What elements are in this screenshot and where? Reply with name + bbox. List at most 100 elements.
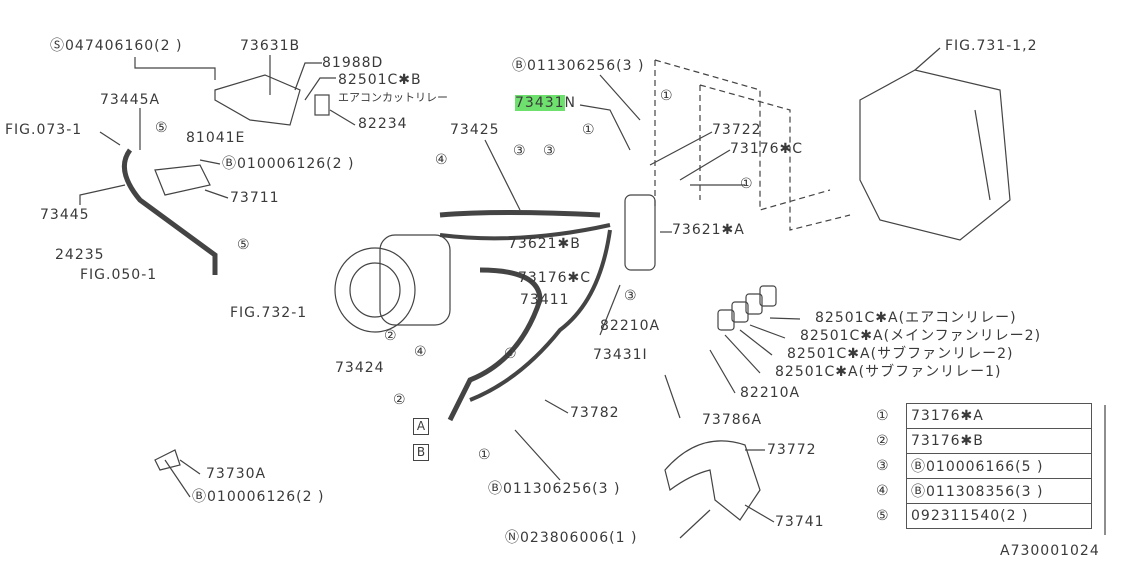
part-label[interactable]: 73730A — [206, 466, 267, 482]
part-label[interactable]: 82501C✱A(サブファンリレー1) — [775, 364, 1002, 380]
part-label[interactable]: 73722 — [712, 122, 762, 138]
part-label[interactable]: 73445A — [100, 92, 161, 108]
legend-row[interactable]: ⑤ 092311540(2 ) — [876, 503, 1092, 529]
figure-reference[interactable]: FIG.731-1,2 — [945, 38, 1038, 54]
callout-marker: ③ — [513, 143, 527, 159]
figure-reference[interactable]: FIG.732-1 — [230, 305, 308, 321]
highlight: 73431 — [515, 95, 565, 111]
legend-value[interactable]: Ⓑ010006166(5 ) — [906, 453, 1092, 479]
part-label[interactable]: 82501C✱A(サブファンリレー2) — [787, 346, 1014, 362]
part-label[interactable]: 24235 — [55, 247, 105, 263]
legend-value[interactable]: 73176✱A — [906, 403, 1092, 429]
leader-line — [649, 131, 713, 166]
leader-line — [544, 399, 569, 414]
connection-marker-a: A — [413, 418, 429, 435]
part-label[interactable]: 73431I — [593, 347, 648, 363]
leader-line — [724, 334, 761, 374]
pipe-73424 — [447, 267, 543, 422]
part-label[interactable]: 73411 — [520, 292, 570, 308]
part-label[interactable]: 81988D — [322, 55, 384, 71]
legend-value[interactable]: 092311540(2 ) — [906, 503, 1092, 529]
leader-line — [134, 57, 216, 80]
relay — [745, 293, 763, 315]
callout-marker: ③ — [543, 143, 557, 159]
dashed-reference — [699, 84, 851, 231]
part-label[interactable]: 73176✱C — [730, 141, 804, 157]
callout-marker: ⑤ — [155, 120, 169, 136]
part-label[interactable]: Ⓑ010006126(2 ) — [222, 156, 355, 172]
cover-73741 — [664, 440, 761, 521]
part-label[interactable]: 73621✱B — [508, 236, 581, 252]
receiver-drier — [624, 194, 656, 271]
legend-row[interactable]: ② 73176✱B — [876, 428, 1092, 454]
part-label[interactable]: 73741 — [775, 514, 825, 530]
part-label[interactable]: 82501C✱A(メインファンリレー2) — [800, 328, 1042, 344]
part-label[interactable]: 73631B — [240, 38, 301, 54]
leader-line — [304, 77, 336, 101]
part-label[interactable]: 82234 — [358, 116, 408, 132]
evaporator-case — [859, 69, 1011, 241]
part-label[interactable]: 82501C✱B — [338, 72, 422, 88]
callout-marker: ① — [740, 176, 754, 192]
leader-line — [709, 349, 736, 394]
drawing-id: A730001024 — [1000, 543, 1100, 559]
leader-line — [514, 429, 561, 481]
part-label-highlighted[interactable]: 73431N — [515, 95, 576, 111]
relay — [717, 309, 735, 331]
part-label[interactable]: 73786A — [702, 412, 763, 428]
part-label[interactable]: 82501C✱A(エアコンリレー) — [815, 310, 1017, 326]
connection-marker-b: B — [413, 444, 429, 461]
part-label[interactable]: 73621✱A — [672, 222, 745, 238]
leader-line — [99, 131, 121, 146]
compressor-pulley — [334, 247, 416, 333]
part-label[interactable]: 73772 — [767, 442, 817, 458]
callout-marker: ⑤ — [237, 237, 251, 253]
part-label[interactable]: 73425 — [450, 122, 500, 138]
evaporator-fins — [974, 109, 991, 201]
part-suffix: N — [564, 95, 577, 111]
leader-line — [739, 329, 773, 356]
callout-marker: ④ — [504, 346, 518, 362]
leader-line — [749, 324, 786, 339]
callout-marker: ④ — [414, 344, 428, 360]
leader-line — [79, 184, 126, 205]
pipe-73445 — [121, 148, 218, 275]
pipe-73425 — [439, 210, 601, 218]
part-label[interactable]: 73176✱C — [518, 270, 592, 286]
leader-line — [599, 284, 621, 336]
leader-line — [679, 509, 711, 539]
callout-marker: ② — [384, 328, 398, 344]
part-label[interactable]: 73445 — [40, 207, 90, 223]
part-label[interactable]: 73711 — [230, 190, 280, 206]
part-label[interactable]: 82210A — [600, 318, 661, 334]
part-label[interactable]: Ⓝ023806006(1 ) — [505, 530, 638, 546]
figure-reference[interactable]: FIG.073-1 — [5, 122, 83, 138]
leader-line — [679, 149, 731, 181]
leader-line — [579, 104, 631, 151]
relay-bracket — [214, 74, 301, 126]
leader-line — [664, 374, 681, 419]
legend-value[interactable]: Ⓑ011308356(3 ) — [906, 478, 1092, 504]
callout-marker: ① — [660, 88, 674, 104]
part-label[interactable]: 73424 — [335, 360, 385, 376]
leader-line — [914, 47, 941, 71]
part-label[interactable]: 82210A — [740, 385, 801, 401]
legend-key: ⑤ — [876, 508, 890, 524]
compressor-hub — [349, 262, 401, 318]
legend-key: ② — [876, 433, 890, 449]
part-label[interactable]: Ⓑ011306256(3 ) — [488, 481, 621, 497]
legend-value[interactable]: 73176✱B — [906, 428, 1092, 454]
part-label[interactable]: Ⓑ010006126(2 ) — [192, 489, 325, 505]
part-label[interactable]: 73782 — [570, 405, 620, 421]
part-label[interactable]: Ⓑ011306256(3 ) — [512, 58, 645, 74]
figure-reference[interactable]: FIG.050-1 — [80, 267, 158, 283]
part-label[interactable]: 81041E — [186, 130, 246, 146]
callout-marker: ① — [582, 122, 596, 138]
part-label[interactable]: Ⓢ047406160(2 ) — [50, 38, 183, 54]
